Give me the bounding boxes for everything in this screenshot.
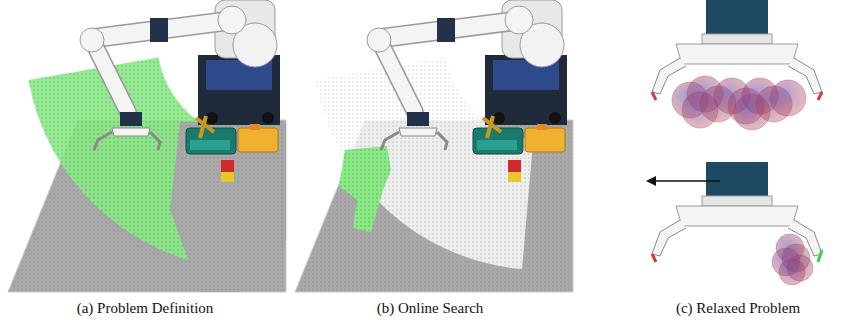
panel-caption: (c) Relaxed Problem xyxy=(676,300,800,316)
panel-b-scene xyxy=(295,0,573,292)
panel-caption-box: (c) Relaxed Problem xyxy=(676,300,800,317)
panel-c-bottom xyxy=(646,162,822,285)
panel-caption-box: (a) Problem Definition xyxy=(77,300,214,317)
panel-a-scene xyxy=(8,0,286,292)
panel-caption: (b) Online Search xyxy=(377,300,484,316)
panel-c-top xyxy=(652,0,822,130)
panel-caption: (a) Problem Definition xyxy=(77,300,214,316)
panel-caption-box: (b) Online Search xyxy=(377,300,484,317)
